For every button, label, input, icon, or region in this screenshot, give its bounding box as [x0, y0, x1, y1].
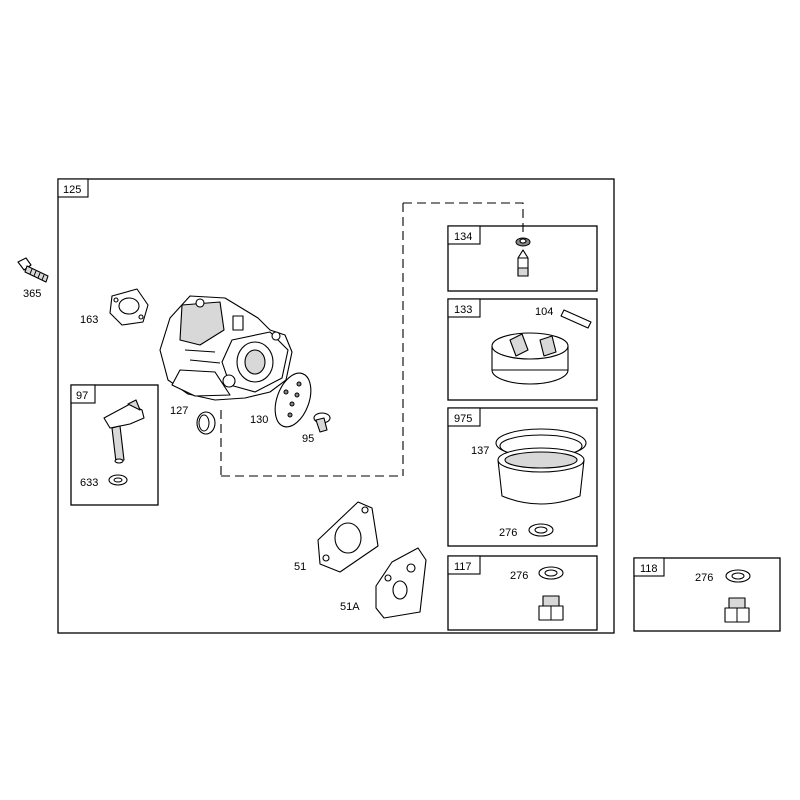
- label-276-117: 276: [510, 570, 528, 582]
- washer-276-c: [725, 569, 751, 583]
- label-365: 365: [23, 288, 41, 300]
- label-276-975: 276: [499, 527, 517, 539]
- gasket-51: [317, 501, 379, 573]
- float-133: [491, 332, 569, 385]
- label-51a: 51A: [340, 601, 360, 613]
- washer-633: [108, 474, 128, 486]
- box-118: [633, 557, 781, 632]
- box-133: [447, 298, 598, 401]
- bowl-975: [495, 428, 587, 505]
- box-97: [70, 384, 159, 506]
- tag-975: 975: [454, 413, 472, 425]
- plug-118: [724, 597, 750, 623]
- tag-125: 125: [63, 184, 81, 196]
- label-95: 95: [302, 433, 314, 445]
- tag-133: 133: [454, 304, 472, 316]
- seal-127: [196, 411, 216, 435]
- screw-95: [313, 412, 331, 433]
- tag-118: 118: [640, 563, 658, 575]
- label-130: 130: [250, 414, 268, 426]
- box-975: [447, 407, 598, 547]
- washer-276-b: [538, 566, 564, 580]
- label-51: 51: [294, 561, 306, 573]
- diaphragm-130: [274, 372, 312, 428]
- label-137: 137: [471, 445, 489, 457]
- tag-box-125: [57, 178, 89, 198]
- plate-51a: [375, 547, 427, 619]
- label-276-118: 276: [695, 572, 713, 584]
- box-117: [447, 555, 598, 631]
- label-163: 163: [80, 314, 98, 326]
- carburetor-body: [159, 295, 293, 401]
- tag-117: 117: [454, 561, 472, 573]
- label-127: 127: [170, 405, 188, 417]
- plug-117: [538, 595, 564, 621]
- label-633: 633: [80, 477, 98, 489]
- gasket-163: [109, 288, 149, 326]
- pin-104: [560, 309, 592, 329]
- needle-valve-134: [515, 237, 531, 277]
- main-assembly-frame: [57, 178, 615, 634]
- washer-276-a: [528, 523, 554, 537]
- tag-97: 97: [76, 390, 88, 402]
- label-104: 104: [535, 306, 553, 318]
- bolt-365: [17, 257, 49, 283]
- dashed-connector-top: [403, 202, 524, 236]
- tag-134: 134: [454, 231, 472, 243]
- float-pin-97: [103, 399, 145, 464]
